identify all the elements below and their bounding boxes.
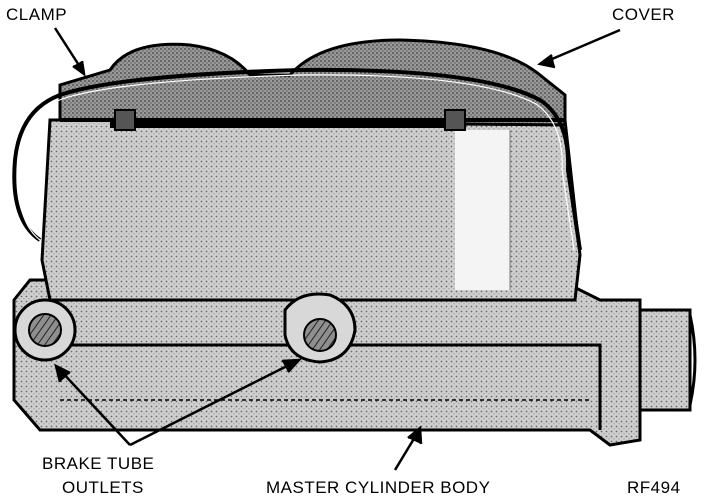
cover-leader [544, 28, 621, 64]
leader-lines [53, 27, 621, 471]
brake-tube-outlet-right [283, 292, 357, 364]
clamp-label: CLAMP [6, 5, 68, 24]
figure-code-label: RF494 [627, 478, 681, 497]
reservoir-housing [40, 118, 582, 302]
clamp-leader [53, 27, 84, 71]
outlets-arrowhead-right [281, 358, 303, 373]
master-cylinder-body-label: MASTER CYLINDER BODY [266, 478, 491, 497]
brake-tube-outlets-label-line1: BRAKE TUBE [42, 454, 155, 473]
brake-tube-outlet-left [13, 298, 77, 362]
end-fitting [638, 308, 697, 412]
cover-label: COVER [612, 5, 675, 24]
outlets-arrowhead-left [54, 363, 71, 383]
brake-tube-outlets-label-line2: OUTLETS [62, 478, 144, 497]
body-arrowhead [407, 425, 423, 445]
outlets-leader-right [129, 360, 296, 447]
clamp-bail [12, 67, 582, 251]
cover [58, 38, 567, 131]
clamp-arrowhead [72, 60, 86, 77]
outlets-leader-left [59, 369, 131, 446]
cover-arrowhead [537, 54, 556, 69]
